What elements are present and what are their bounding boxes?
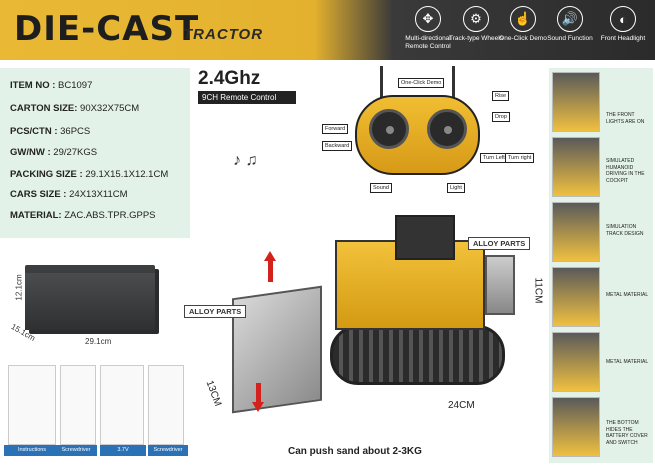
side-caption: THE FRONT LIGHTS ARE ON <box>606 112 645 125</box>
push-capacity-text: Can push sand about 2-3KG <box>288 446 422 457</box>
spec-item-no: ITEM NO : BC1097 <box>10 80 93 91</box>
vehicle-height-label: 11CM <box>532 277 544 304</box>
remote-label-turn-right: Turn right <box>505 153 535 163</box>
spec-material: MATERIAL: ZAC.ABS.TPR.GPPS <box>10 210 156 221</box>
accessory-label: Screwdriver <box>148 445 188 456</box>
product-title: DIE-CAST <box>14 9 200 49</box>
channel-label: 9CH Remote Control <box>198 91 296 104</box>
accessory-instructions-image <box>8 365 56 445</box>
side-thumb-lights <box>552 72 600 132</box>
remote-label-forward: Forward <box>322 124 349 134</box>
arrow-down-icon <box>252 383 264 412</box>
accessory-label: 3.7V Rechargeable Battery <box>100 445 146 470</box>
sound-function-icon: 🔊 <box>557 6 583 32</box>
remote-label-backward: Backward <box>322 141 353 151</box>
remote-label-rise: Rise <box>492 91 510 101</box>
remote-label-demo: One-Click Demo <box>398 78 445 88</box>
accessory-label: Instructions <box>4 445 60 456</box>
feature-sound-function: 🔊 Sound Function <box>542 6 598 43</box>
vehicle-width-label: 13CM <box>203 379 224 408</box>
callout-alloy-left: ALLOY PARTS <box>184 305 247 318</box>
product-subtitle: TRACTOR <box>183 26 264 43</box>
music-note-icon: ♪ ♫ <box>233 152 258 169</box>
side-caption: SIMULATION TRACK DESIGN <box>606 224 644 237</box>
right-joystick <box>427 109 467 149</box>
remote-antenna <box>380 66 383 98</box>
spec-carton-size: CARTON SIZE: 90X32X75CM <box>10 103 140 114</box>
side-thumb-metal-2 <box>552 332 600 392</box>
left-joystick <box>369 109 409 149</box>
side-thumb-battery <box>552 397 600 457</box>
dozer-cab <box>395 215 455 260</box>
accessory-cable-image <box>148 365 184 445</box>
remote-control-image <box>355 95 480 175</box>
side-caption: SIMULATED HUMANOID DRIVING IN THE COCKPI… <box>606 158 645 184</box>
remote-label-sound: Sound <box>370 183 392 193</box>
frequency-label: 2.4Ghz <box>198 68 261 89</box>
package-box-image <box>25 265 155 330</box>
accessory-label: Screwdriver <box>55 445 97 456</box>
header-banner: DIE-CAST TRACTOR ✥ Multi-directional Rem… <box>0 0 655 60</box>
side-thumb-metal-1 <box>552 267 600 327</box>
remote-label-drop: Drop <box>492 112 510 122</box>
feature-one-click-demo: ☝ One-Click Demo <box>495 6 551 43</box>
side-caption: METAL MATERIAL <box>606 359 649 365</box>
remote-antenna <box>452 66 455 98</box>
feature-front-headlight: ◐ Front Headlight <box>595 6 651 43</box>
remote-label-turn-left: Turn Left <box>480 153 508 163</box>
side-thumb-driver <box>552 137 600 197</box>
front-headlight-icon: ◐ <box>610 6 636 32</box>
drone-arrows-icon: ✥ <box>415 6 441 32</box>
remote-label-light: Light <box>447 183 465 193</box>
track-wheels-icon: ⚙ <box>463 6 489 32</box>
one-click-demo-icon: ☝ <box>510 6 536 32</box>
feature-track-wheels: ⚙ Track-type Wheels <box>448 6 504 43</box>
callout-alloy-right: ALLOY PARTS <box>468 237 531 250</box>
side-caption: METAL MATERIAL <box>606 292 649 298</box>
side-caption: THE BOTTOM HIDES THE BATTERY COVER AND S… <box>606 420 648 446</box>
vehicle-length-label: 24CM <box>448 400 475 411</box>
spec-gw-nw: GW/NW : 29/27KGS <box>10 147 98 158</box>
accessory-screwdriver-image <box>60 365 96 445</box>
feature-multi-directional: ✥ Multi-directional Remote Control <box>400 6 456 51</box>
accessory-battery-image <box>100 365 144 445</box>
package-height-label: 12.1cm <box>14 274 24 301</box>
dozer-ripper <box>485 255 515 315</box>
side-thumb-track <box>552 202 600 262</box>
dozer-track <box>330 325 505 385</box>
spec-panel <box>0 68 190 238</box>
spec-packing-size: PACKING SIZE : 29.1X15.1X12.1CM <box>10 169 169 180</box>
spec-pcs-ctn: PCS/CTN : 36PCS <box>10 126 91 137</box>
arrow-up-icon <box>264 251 276 282</box>
package-width-label: 29.1cm <box>85 337 112 346</box>
spec-cars-size: CARS SIZE : 24X13X11CM <box>10 189 128 200</box>
